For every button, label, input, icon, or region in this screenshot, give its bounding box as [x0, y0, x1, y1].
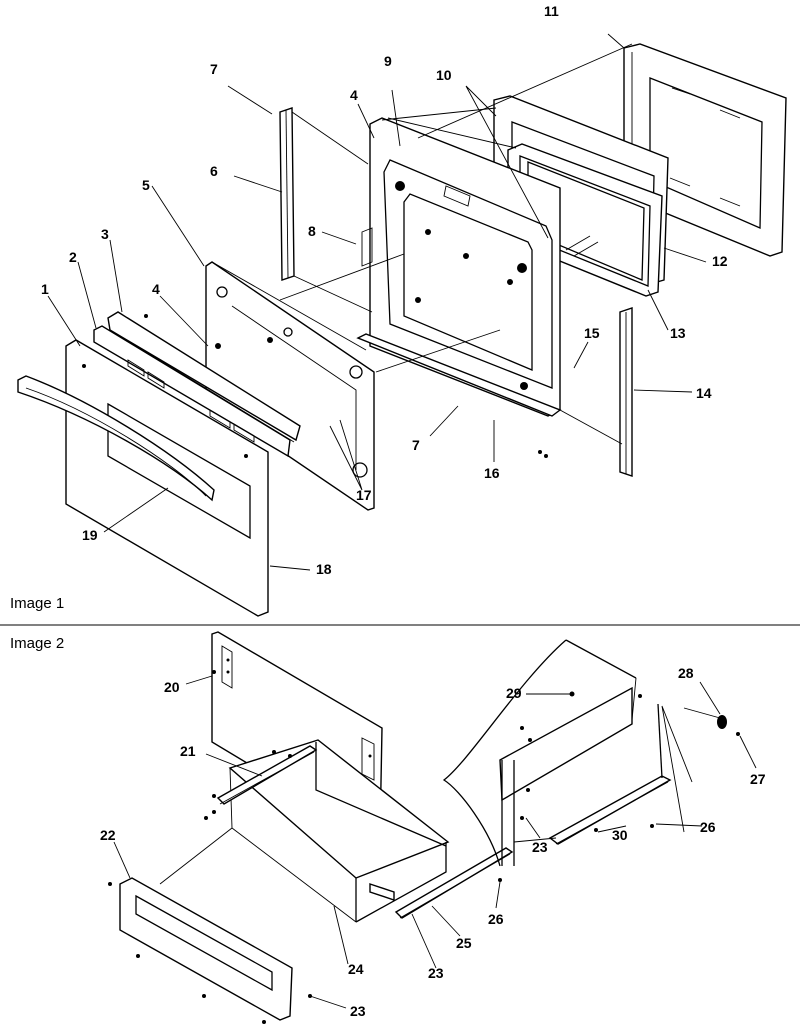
callout-21: 21: [180, 743, 196, 759]
part-24-drawer-box: [159, 739, 450, 923]
callout-29: 29: [506, 685, 522, 701]
callout-26a: 26: [488, 911, 504, 927]
part-9-inner-liner: [361, 117, 561, 417]
callout-4b: 4: [152, 281, 160, 297]
part-22-drawer-front: [108, 877, 312, 1024]
image1-callouts: 11 7 9 10 4 6 5 8 3 2 1 4 12: [41, 3, 728, 577]
callout-23b: 23: [428, 965, 444, 981]
callout-11: 11: [544, 3, 559, 19]
part-25-slide-rail: [369, 847, 514, 919]
image1-caption: Image 1: [10, 595, 64, 612]
callout-30: 30: [612, 827, 628, 843]
part-14-side-channel: [619, 307, 633, 477]
part-6-side-channel: [279, 107, 295, 281]
callout-13: 13: [670, 325, 686, 341]
callout-23a: 23: [350, 1003, 366, 1019]
callout-15: 15: [584, 325, 600, 341]
callout-19: 19: [82, 527, 98, 543]
callout-5: 5: [142, 177, 150, 193]
callout-9: 9: [384, 53, 392, 69]
callout-28: 28: [678, 665, 694, 681]
callout-26b: 26: [700, 819, 716, 835]
image2-drawer-assembly: Image 2: [10, 631, 766, 1024]
callout-1: 1: [41, 281, 49, 297]
inset-drawer-side-detail: [442, 639, 740, 867]
callout-7: 7: [210, 61, 218, 77]
image2-caption: Image 2: [10, 635, 64, 652]
callout-16: 16: [484, 465, 500, 481]
image1-assembly-lines: [211, 43, 633, 445]
callout-23c: 23: [532, 839, 548, 855]
image2-callouts: 20 21 22 23 23 24 25 26 26 27 28 29: [100, 665, 766, 1019]
callout-6: 6: [210, 163, 218, 179]
part-2-vent-plate: [93, 325, 291, 458]
callout-20: 20: [164, 679, 180, 695]
image1-door-assembly: 11 7 9 10 4 6 5 8 3 2 1 4 12: [10, 3, 787, 617]
callout-24: 24: [348, 961, 364, 977]
callout-7b: 7: [412, 437, 420, 453]
callout-17: 17: [356, 487, 372, 503]
callout-4: 4: [350, 87, 358, 103]
callout-8: 8: [308, 223, 316, 239]
callout-3: 3: [101, 226, 109, 242]
callout-27: 27: [750, 771, 766, 787]
part-21-slide-rail: [204, 745, 318, 820]
callout-12: 12: [712, 253, 728, 269]
callout-25: 25: [456, 935, 472, 951]
callout-14: 14: [696, 385, 712, 401]
callout-18: 18: [316, 561, 332, 577]
callout-22: 22: [100, 827, 116, 843]
callout-10: 10: [436, 67, 452, 83]
callout-2: 2: [69, 249, 77, 265]
part-19-handle: [17, 375, 215, 502]
